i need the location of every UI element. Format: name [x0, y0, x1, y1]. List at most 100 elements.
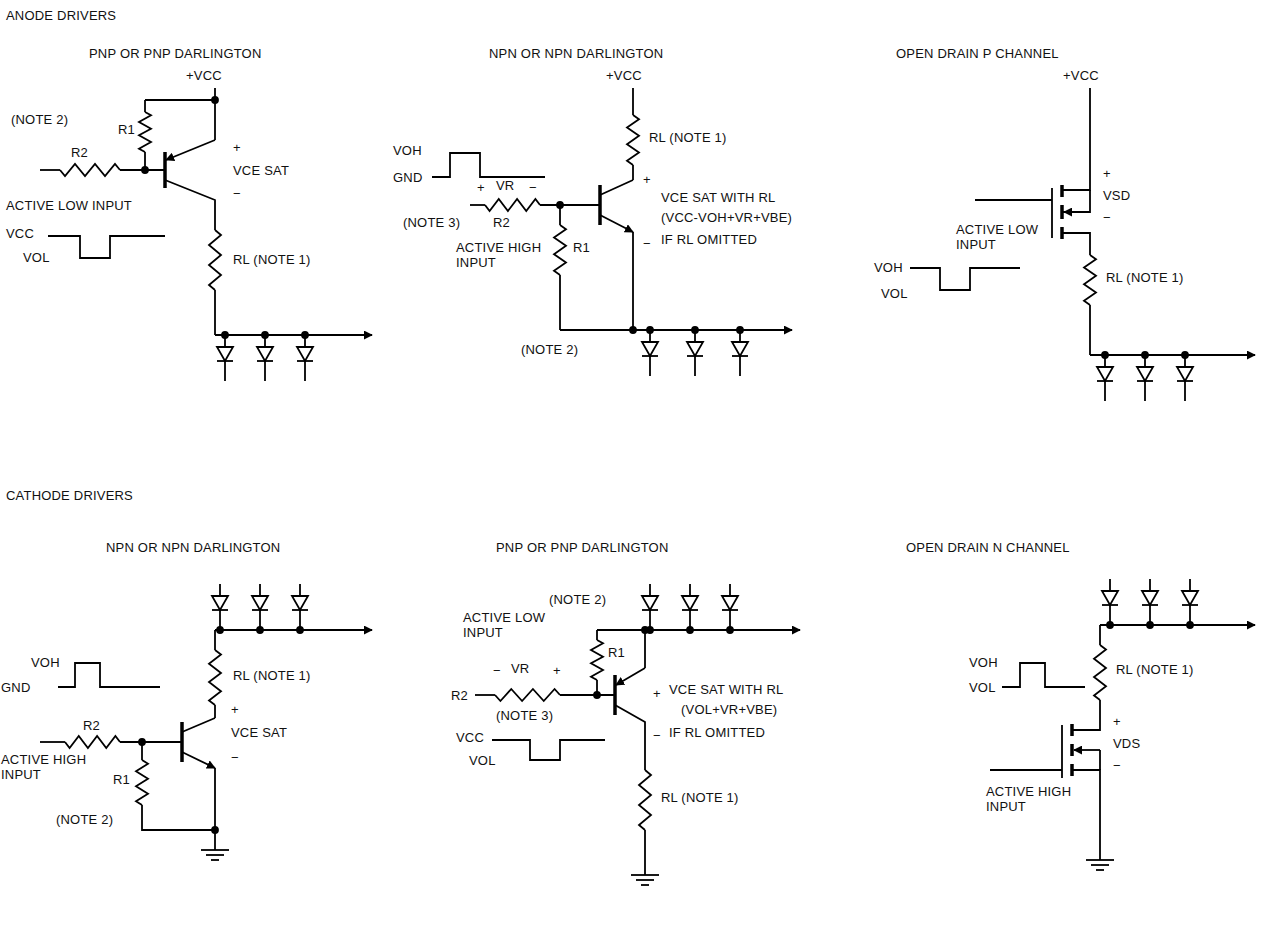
wire [299, 584, 301, 596]
junction-dot [594, 692, 600, 698]
resistor-symbol [1084, 255, 1096, 305]
circuit-label: (NOTE 2) [55, 812, 114, 827]
transistor-base [1070, 724, 1074, 736]
emitter [600, 215, 633, 232]
wire [540, 204, 600, 206]
circuit-label: RL (NOTE 1) [648, 130, 728, 145]
led-diode [212, 596, 228, 610]
circuit-label: ACTIVE LOW INPUT [5, 198, 133, 213]
circuit-label: VCE SAT [230, 725, 288, 740]
circuit-label: VCC [455, 730, 485, 745]
wire [224, 335, 226, 347]
wire [1099, 625, 1101, 645]
wire [560, 694, 615, 696]
circuit-label: RL (NOTE 1) [1115, 662, 1195, 677]
circuit-label: ACTIVE HIGH INPUT [985, 784, 1077, 814]
circuit-label: +VCC [605, 68, 643, 83]
circuit-label: RL (NOTE 1) [660, 790, 740, 805]
circuit-label: VOH [392, 143, 423, 158]
led-diode [1177, 367, 1193, 381]
circuit-label: R1 [112, 772, 131, 787]
junction-dot [630, 327, 636, 333]
transistor-base [1070, 744, 1074, 756]
wire [1184, 355, 1186, 367]
circuit-label: VR [495, 178, 515, 193]
circuit-label: VOL [468, 753, 497, 768]
wire [259, 584, 261, 596]
led-diode [217, 347, 233, 361]
circuit-label: RL (NOTE 1) [232, 668, 312, 683]
wire [264, 361, 266, 381]
wire [182, 718, 215, 732]
circuit-label: + [232, 140, 242, 155]
wire [214, 630, 216, 650]
resistor-symbol [139, 112, 151, 152]
circuit-label: OPEN DRAIN P CHANNEL [895, 46, 1060, 61]
output-bus [1090, 354, 1255, 356]
wire [224, 361, 226, 381]
junction-dot [642, 627, 648, 633]
wire [1062, 88, 1090, 190]
ground-symbol [1096, 869, 1104, 871]
output-bus [597, 629, 800, 631]
wire [1149, 579, 1151, 591]
circuit-label: (NOTE 3) [402, 215, 461, 230]
circuit-label: NPN OR NPN DARLINGTON [488, 46, 664, 61]
circuit-label: (NOTE 2) [10, 112, 69, 127]
circuit-label: − [230, 750, 240, 765]
circuit-label: − [1102, 210, 1112, 225]
circuit-label: IF RL OMITTED [668, 725, 766, 740]
circuit-label: (NOTE 2) [520, 342, 579, 357]
led-diode [722, 596, 738, 610]
resistor-symbol [1094, 645, 1106, 700]
led-diode [297, 347, 313, 361]
led-diode [257, 347, 273, 361]
ground-symbol [641, 884, 649, 886]
wire [214, 88, 216, 140]
input-waveform [48, 236, 165, 258]
wire [632, 88, 634, 115]
circuit-label: − [1112, 758, 1122, 773]
wire [145, 99, 215, 101]
resistor-symbol [209, 230, 221, 290]
circuit-label: + [652, 686, 662, 701]
emitter [616, 668, 645, 685]
circuit-label: − [492, 663, 502, 678]
circuit-label: PNP OR PNP DARLINGTON [88, 46, 263, 61]
resistor-symbol [627, 115, 639, 165]
wire [304, 335, 306, 347]
wire [615, 705, 645, 770]
led-diode [1102, 591, 1118, 605]
input-waveform [58, 663, 160, 687]
circuit-label: R1 [572, 240, 591, 255]
led-diode [642, 342, 658, 356]
circuit-label: − [232, 186, 242, 201]
circuit-label: VOH [968, 655, 999, 670]
wire [739, 330, 741, 342]
led-diode [1142, 591, 1158, 605]
wire [600, 180, 633, 195]
circuit-label: PNP OR PNP DARLINGTON [495, 540, 670, 555]
circuit-label: +VCC [185, 68, 223, 83]
transistor-base [1060, 185, 1064, 197]
circuit-label: − [652, 728, 662, 743]
wire [219, 584, 221, 596]
circuit-label: ACTIVE HIGH INPUT [455, 240, 549, 270]
input-waveform [1002, 663, 1085, 687]
wire [632, 165, 634, 180]
ground-symbol [631, 874, 659, 876]
emitter [182, 752, 215, 768]
circuit-label: VOH [873, 260, 904, 275]
resistor-symbol [554, 225, 566, 275]
resistor-symbol [65, 736, 120, 748]
circuit-label: R2 [492, 215, 511, 230]
circuit-label: VDS [1112, 736, 1141, 751]
led-diode [682, 596, 698, 610]
wire [475, 694, 495, 696]
circuit-label: R2 [450, 688, 469, 703]
wire [40, 741, 65, 743]
wire [694, 330, 696, 342]
circuit-label: + [230, 702, 240, 717]
circuit-label: VCE SAT WITH RL [668, 682, 784, 697]
